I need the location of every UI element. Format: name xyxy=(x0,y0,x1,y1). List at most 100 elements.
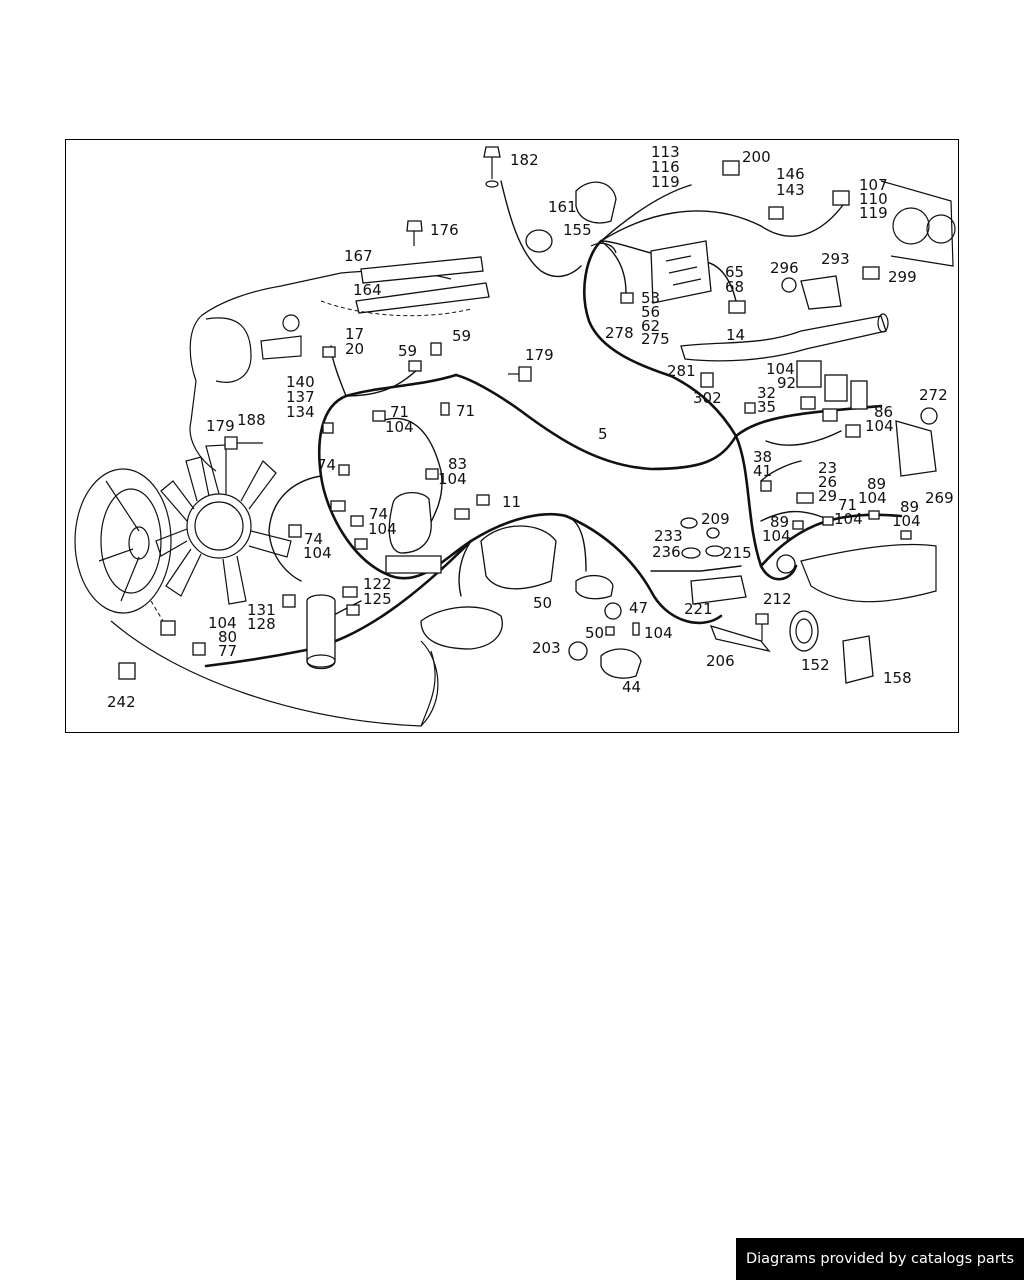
part-callout: 203 xyxy=(532,639,561,657)
part-callout: 164 xyxy=(353,281,382,299)
part-callout: 272 xyxy=(919,386,948,404)
part-callout: 155 xyxy=(563,221,592,239)
part-callout: 179 xyxy=(525,346,554,364)
part-callout: 47 xyxy=(629,599,648,617)
part-callout: 269 xyxy=(925,489,954,507)
wiring-harness-main xyxy=(204,180,903,668)
part-callout: 236 xyxy=(652,543,681,561)
part-callout: 104 xyxy=(438,470,467,488)
part-callout: 62 xyxy=(641,317,660,335)
part-callout: 215 xyxy=(723,544,752,562)
part-callout: 182 xyxy=(510,151,539,169)
part-callout: 71 xyxy=(838,496,857,514)
part-callout: 65 xyxy=(725,263,744,281)
part-callout: 50 xyxy=(533,594,552,612)
part-callout: 110 xyxy=(859,190,888,208)
part-callout: 50 xyxy=(585,624,604,642)
part-callout: 122 xyxy=(363,575,392,593)
part-callout: 278 xyxy=(605,324,634,342)
part-callout: 119 xyxy=(651,173,680,191)
part-callout: 161 xyxy=(548,198,577,216)
part-callout: 92 xyxy=(777,374,796,392)
part-callout: 221 xyxy=(684,600,713,618)
part-callout: 80 xyxy=(218,628,237,646)
part-callout: 167 xyxy=(344,247,373,265)
part-callout: 104 xyxy=(834,510,863,528)
part-callout: 71 xyxy=(390,403,409,421)
relay-box-parts xyxy=(650,240,868,410)
part-callout: 146 xyxy=(776,165,805,183)
part-callout: 29 xyxy=(818,487,837,505)
part-callout: 35 xyxy=(757,398,776,416)
part-callout: 152 xyxy=(801,656,830,674)
part-callout: 299 xyxy=(888,268,917,286)
instrument-panel-drawing xyxy=(880,180,956,267)
bolt-parts xyxy=(224,146,769,641)
part-callout: 44 xyxy=(622,678,641,696)
part-callout: 275 xyxy=(641,330,670,348)
part-callout: 104 xyxy=(208,614,237,632)
part-callout: 104 xyxy=(865,417,894,435)
part-callout: 104 xyxy=(858,489,887,507)
part-callout: 74 xyxy=(317,456,336,474)
part-callout: 89 xyxy=(867,475,886,493)
part-callout: 158 xyxy=(883,669,912,687)
part-callout: 83 xyxy=(448,455,467,473)
lower-right-parts xyxy=(568,275,938,684)
part-callout: 125 xyxy=(363,590,392,608)
distributor-drawing xyxy=(385,492,614,650)
part-callout: 134 xyxy=(286,403,315,421)
part-callout: 113 xyxy=(651,143,680,161)
part-callout: 59 xyxy=(452,327,471,345)
credit-text: Diagrams provided by catalogs parts xyxy=(745,1251,1015,1267)
part-callout: 11 xyxy=(502,493,521,511)
part-callout: 86 xyxy=(874,403,893,421)
credit-banner: Diagrams provided by catalogs parts xyxy=(736,1238,1024,1280)
part-callout: 209 xyxy=(701,510,730,528)
horn-drawing xyxy=(525,181,617,254)
part-callout: 38 xyxy=(753,448,772,466)
part-callout: 302 xyxy=(693,389,722,407)
part-callout: 119 xyxy=(859,204,888,222)
part-callout: 20 xyxy=(345,340,364,358)
part-callout: 89 xyxy=(900,498,919,516)
part-callout: 104 xyxy=(303,544,332,562)
part-callout: 107 xyxy=(859,176,888,194)
part-callout: 104 xyxy=(892,512,921,530)
part-callout: 56 xyxy=(641,303,660,321)
part-callout: 242 xyxy=(107,693,136,711)
part-callout: 104 xyxy=(766,360,795,378)
part-callout: 131 xyxy=(247,601,276,619)
part-callout: 179 xyxy=(206,417,235,435)
part-callout: 17 xyxy=(345,325,364,343)
part-callout: 23 xyxy=(818,459,837,477)
part-callout: 143 xyxy=(776,181,805,199)
part-callout: 26 xyxy=(818,473,837,491)
part-callout: 5 xyxy=(598,425,608,443)
part-callout: 53 xyxy=(641,289,660,307)
part-callout: 104 xyxy=(762,527,791,545)
part-callout: 104 xyxy=(368,520,397,538)
part-callout: 32 xyxy=(757,384,776,402)
part-callout: 212 xyxy=(763,590,792,608)
part-callout: 74 xyxy=(369,505,388,523)
wiring-harness-diagram: 1821131161192001461431071101191611551761… xyxy=(74,143,956,727)
connector-parts xyxy=(118,160,912,680)
part-callout: 41 xyxy=(753,462,772,480)
ignition-coil-drawing xyxy=(306,594,336,670)
part-callout: 59 xyxy=(398,342,417,360)
part-callout: 77 xyxy=(218,642,237,660)
rocker-cover-trim xyxy=(320,256,490,317)
part-callout: 116 xyxy=(651,158,680,176)
part-callout: 74 xyxy=(304,530,323,548)
part-callout: 200 xyxy=(742,148,771,166)
part-callout: 176 xyxy=(430,221,459,239)
part-callout: 140 xyxy=(286,373,315,391)
part-callout: 296 xyxy=(770,259,799,277)
part-callout: 89 xyxy=(770,513,789,531)
part-callout: 14 xyxy=(726,326,745,344)
part-callout: 188 xyxy=(237,411,266,429)
part-callout: 233 xyxy=(654,527,683,545)
cooling-fan-drawing xyxy=(155,444,292,605)
